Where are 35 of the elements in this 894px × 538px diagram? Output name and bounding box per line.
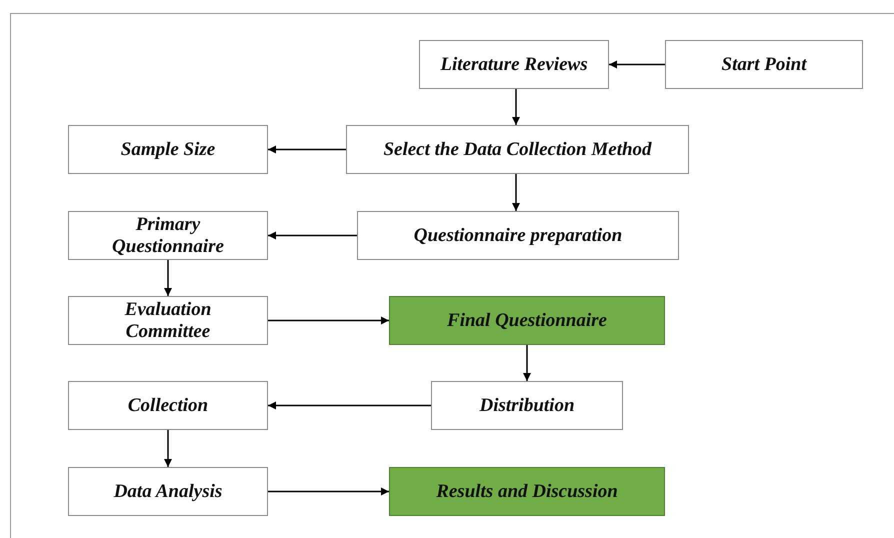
process-box [419,40,609,89]
step-label: Evaluation Committee [124,298,212,342]
arrow [609,60,665,68]
step-label: Sample Size [120,138,216,160]
arrow [523,345,531,381]
step-label: Data Analysis [114,480,222,502]
step-label: Primary Questionnaire [111,214,225,258]
arrow [268,232,357,240]
process-box [665,40,863,89]
arrow [164,430,172,467]
process-box [68,211,268,260]
process-box [346,125,689,174]
step-label: Results and Discussion [436,480,618,502]
step-label: Collection [128,394,208,416]
step-label: Distribution [479,394,575,416]
arrow [512,174,520,211]
arrow [268,402,431,410]
process-box [357,211,679,260]
process-box [68,467,268,516]
step-label: Start Point [722,54,806,76]
process-box [431,381,623,430]
arrow [164,260,172,296]
step-label: Final Questionnaire [447,310,607,332]
step-label: Questionnaire preparation [414,224,622,246]
arrow [268,316,389,324]
process-box [389,296,665,345]
arrow [268,488,389,496]
process-box [389,467,665,516]
step-label: Select the Data Collection Method [383,138,652,160]
process-box [68,381,268,430]
arrow [268,146,346,154]
step-label: Literature Reviews [440,54,588,76]
arrow [512,89,520,125]
process-box [68,296,268,345]
process-box [68,125,268,174]
